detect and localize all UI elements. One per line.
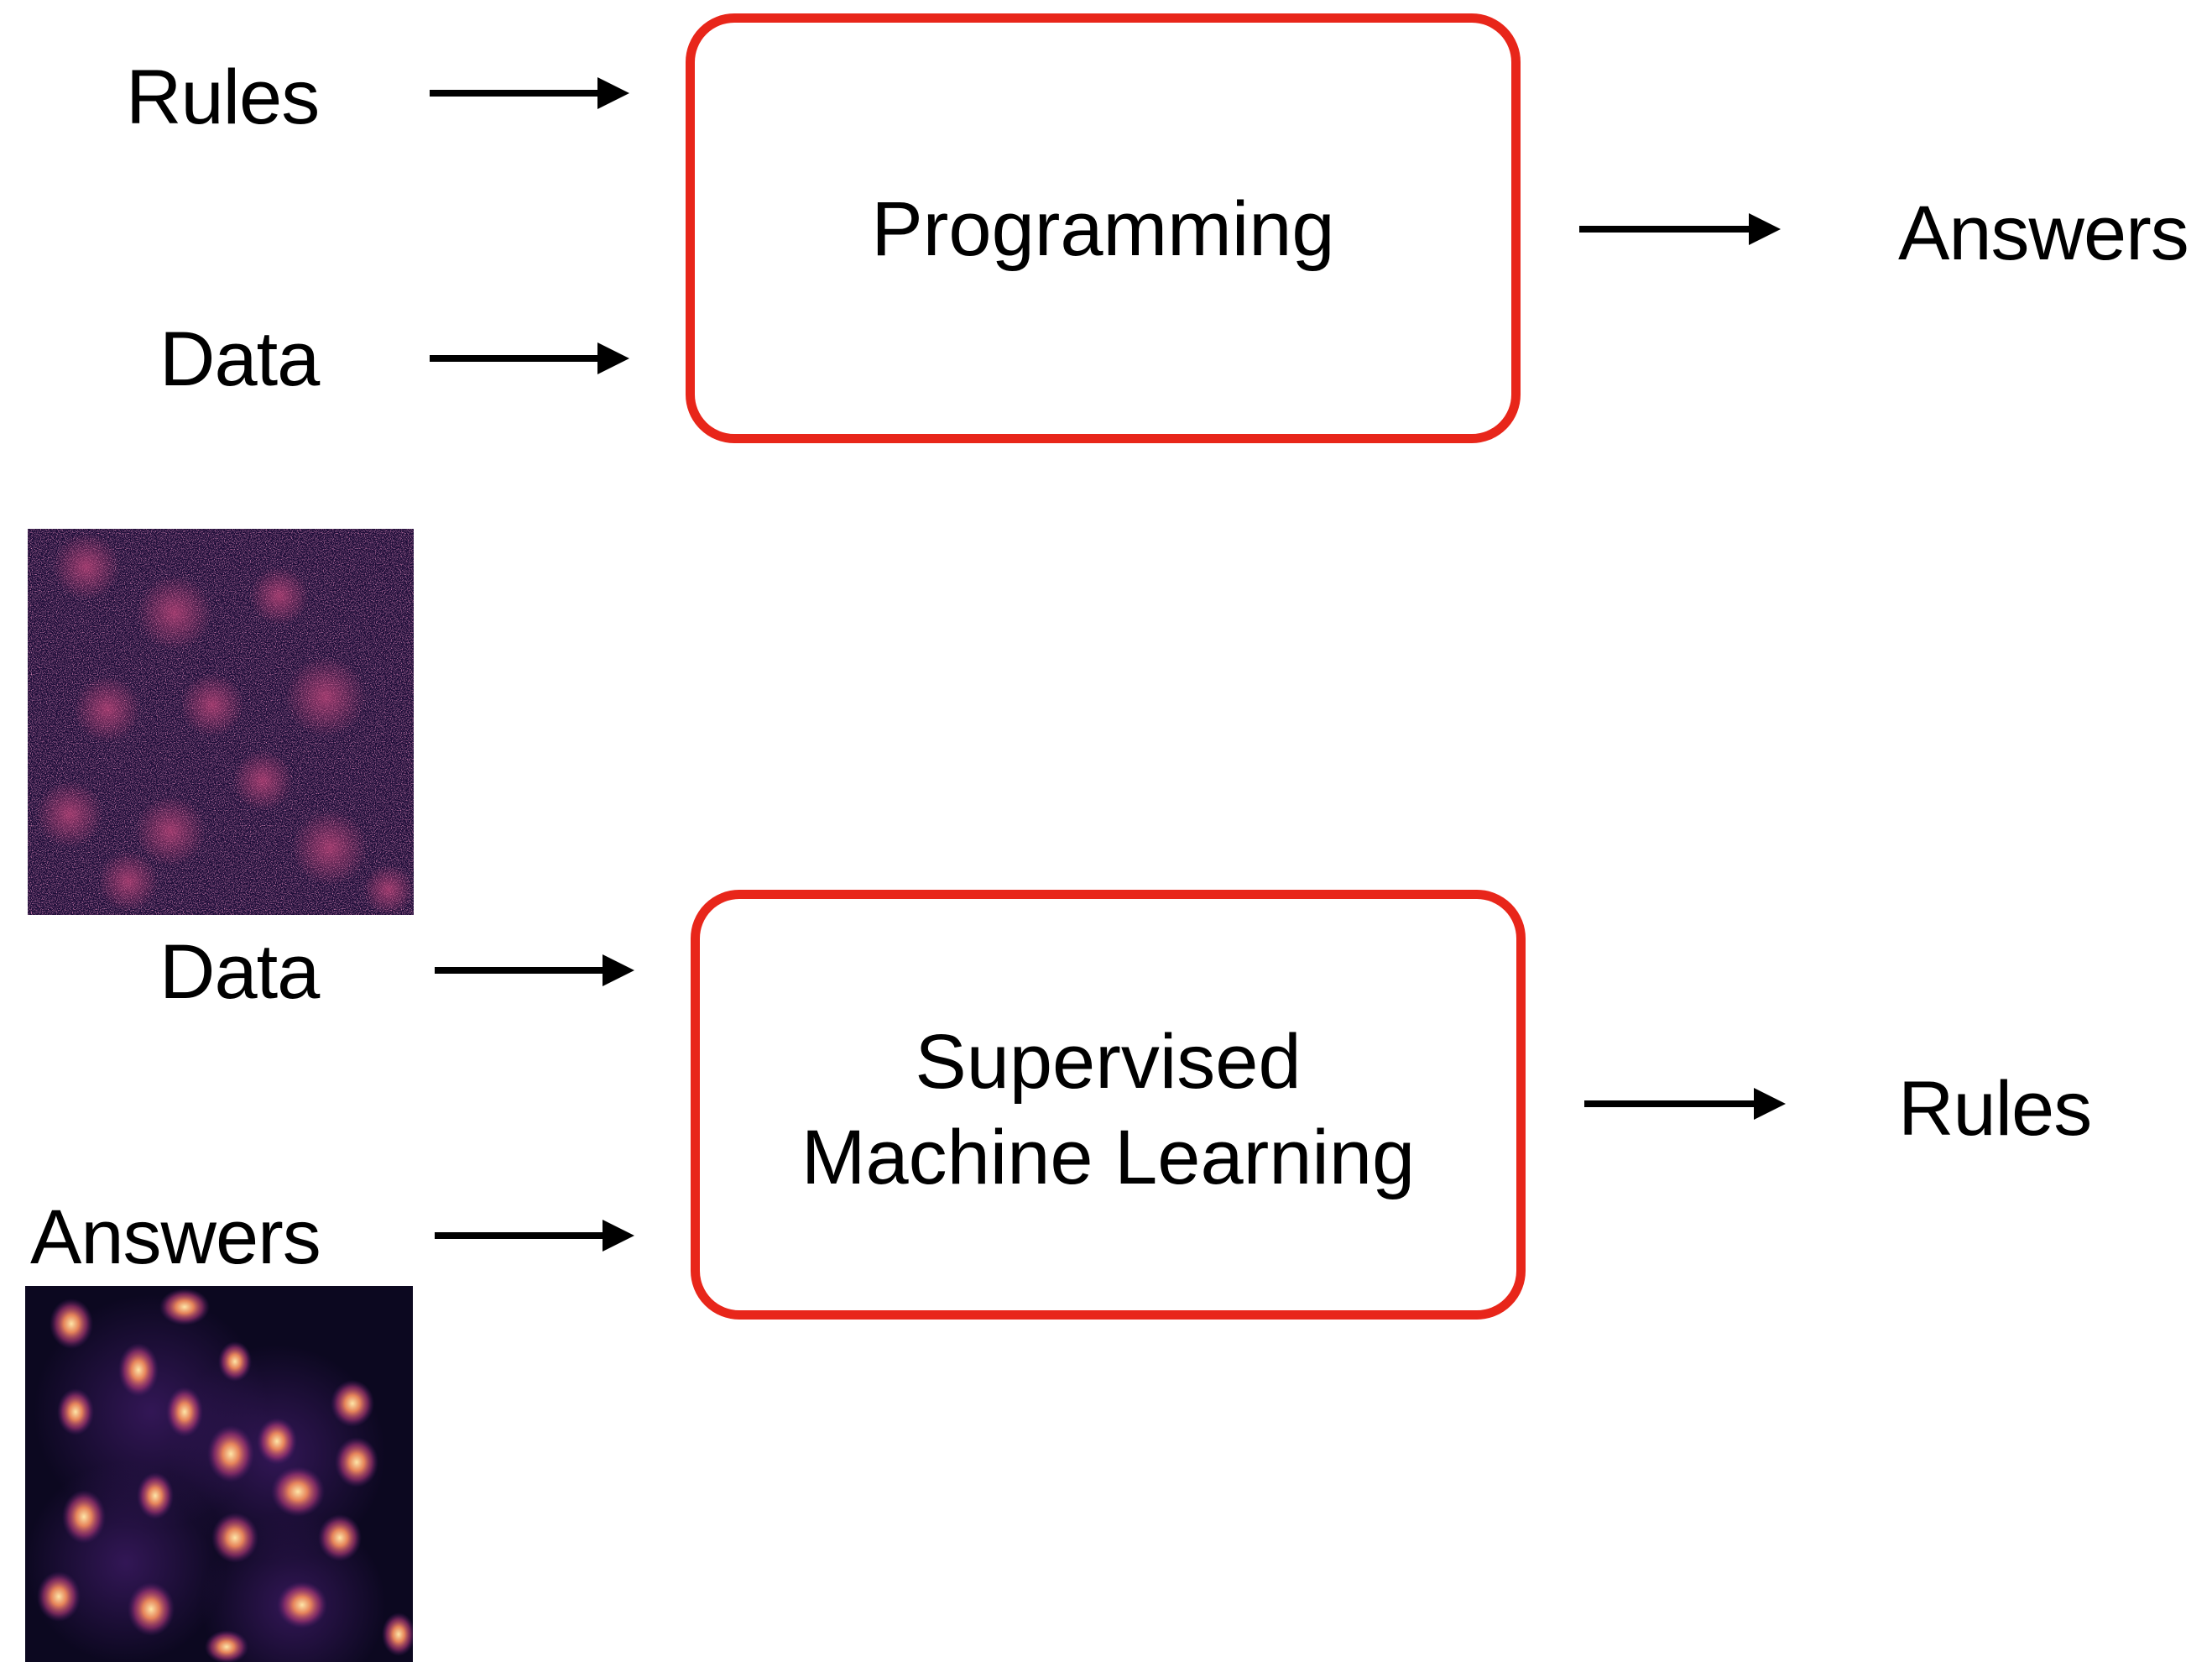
noisy-data-blobs — [36, 533, 414, 915]
top-input-data-label: Data — [159, 316, 320, 402]
supervised-ml-label-line-1: Supervised — [915, 1019, 1302, 1105]
top-output-answers-label: Answers — [1898, 191, 2189, 276]
programming-box — [686, 13, 1521, 443]
arrow-answers-to-supervised-ml — [435, 1220, 634, 1252]
arrow-data-to-supervised-ml — [435, 954, 634, 986]
bottom-input-data-label: Data — [159, 929, 320, 1015]
noisy-data-image — [28, 529, 414, 915]
answer-cells — [37, 1288, 413, 1662]
arrow-supervised-ml-to-rules — [1584, 1088, 1786, 1120]
programming-label: Programming — [871, 186, 1335, 272]
supervised-ml-label-line-2: Machine Learning — [801, 1115, 1416, 1200]
top-input-rules-label: Rules — [126, 55, 320, 140]
bottom-input-answers-label: Answers — [30, 1194, 321, 1280]
arrow-programming-to-answers — [1579, 213, 1781, 245]
arrow-data-to-programming — [430, 342, 629, 374]
arrow-rules-to-programming — [430, 77, 629, 109]
supervised-ml-box — [691, 890, 1526, 1320]
clean-answers-image — [25, 1286, 413, 1662]
bottom-output-rules-label: Rules — [1898, 1066, 2092, 1152]
